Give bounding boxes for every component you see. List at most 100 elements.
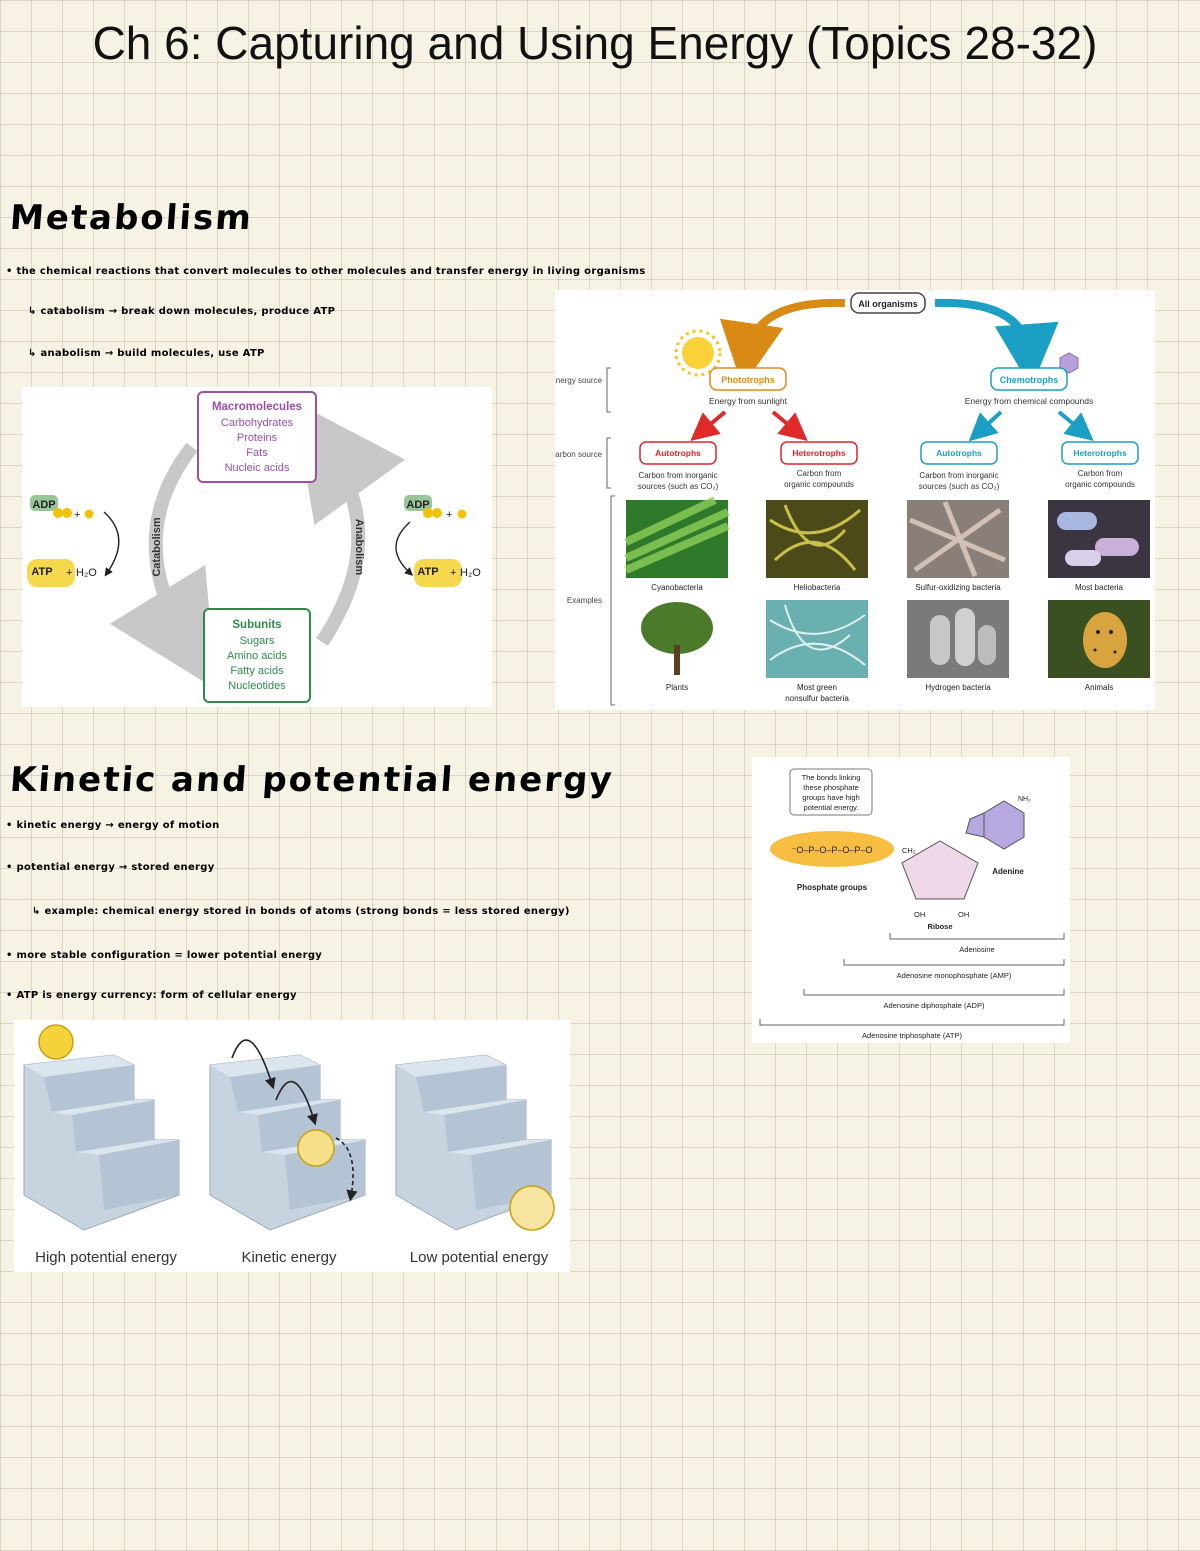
adenine-ring: [983, 800, 1025, 850]
note-chemical-energy: ↳ example: chemical energy stored in bon…: [32, 906, 570, 917]
right-adp-atp-group: ADP + ATP + H₂O: [395, 495, 481, 587]
note-stable-configuration: • more stable configuration = lower pote…: [6, 950, 323, 961]
atp-structure-figure: The bonds linking these phosphate groups…: [752, 757, 1070, 1043]
svg-text:ATP: ATP: [31, 566, 52, 578]
macro-item: Carbohydrates: [221, 417, 294, 429]
note-anabolism: ↳ anabolism → build molecules, use ATP: [28, 348, 265, 359]
ball-high: [38, 1024, 74, 1060]
example-label: Heliobacteria: [794, 583, 841, 592]
example-photo-heliobacteria: [766, 500, 868, 578]
svg-text:ADP: ADP: [406, 499, 429, 511]
metabolism-cycle-figure: Catabolism Anabolism Macromolecules Carb…: [22, 387, 492, 707]
bracket-label: Adenosine diphosphate (ADP): [884, 1001, 985, 1010]
svg-text:potential energy.: potential energy.: [804, 803, 859, 812]
row-label-energy: Energy source: [555, 376, 603, 385]
ribose-label: Ribose: [927, 922, 952, 931]
subunits-title: Subunits: [232, 619, 281, 631]
example-label: Plants: [666, 683, 688, 692]
bracket-label: Adenosine monophosphate (AMP): [897, 971, 1012, 980]
svg-text:Carbon from: Carbon from: [1078, 469, 1123, 478]
svg-text:Autotrophs: Autotrophs: [936, 448, 982, 458]
carbon-box-1: Autotrophs Carbon from inorganic sources…: [638, 441, 719, 491]
example-photo-cyanobacteria: [624, 496, 730, 578]
svg-text:CH₂: CH₂: [902, 846, 916, 855]
svg-text:The bonds linking: The bonds linking: [802, 773, 861, 782]
svg-text:organic compounds: organic compounds: [1065, 480, 1135, 489]
subunit-item: Amino acids: [227, 650, 287, 662]
anabolism-arrow: [294, 401, 406, 646]
svg-text:sources (such as CO₂): sources (such as CO₂): [638, 482, 719, 491]
macro-item: Proteins: [237, 432, 278, 444]
svg-text:Carbon from inorganic: Carbon from inorganic: [638, 471, 717, 480]
svg-text:ATP: ATP: [417, 566, 438, 578]
example-label: Hydrogen bacteria: [925, 683, 991, 692]
bracket-label: Adenosine triphosphate (ATP): [862, 1031, 962, 1040]
note-atp-currency: • ATP is energy currency: form of cellul…: [6, 990, 297, 1001]
macro-item: Fats: [246, 447, 268, 459]
example-label: Sulfur-oxidizing bacteria: [915, 583, 1001, 592]
example-label: nonsulfur bacteria: [785, 694, 849, 703]
note-metabolism-definition: • the chemical reactions that convert mo…: [6, 266, 646, 277]
section-heading-metabolism: Metabolism: [8, 198, 255, 238]
svg-text:Carbon from inorganic: Carbon from inorganic: [919, 471, 998, 480]
carbon-box-3: Autotrophs Carbon from inorganic sources…: [919, 441, 1000, 491]
example-photo-green-nonsulfur: [766, 600, 868, 678]
all-organisms-label: All organisms: [858, 299, 918, 309]
chemotrophs-label: Chemotrophs: [1000, 375, 1059, 385]
staircase-1: [23, 1054, 180, 1231]
svg-text:OH: OH: [958, 910, 969, 919]
ball-kinetic: [297, 1129, 335, 1167]
subunit-item: Fatty acids: [230, 665, 284, 677]
svg-text:Energy from chemical compounds: Energy from chemical compounds: [965, 396, 1094, 406]
organisms-classification-figure: All organisms Energy source Carbon sourc…: [555, 290, 1155, 710]
macromolecules-box: [197, 391, 317, 483]
svg-text:+: +: [74, 509, 80, 521]
macro-item: Nucleic acids: [225, 462, 290, 474]
example-label: Animals: [1085, 683, 1113, 692]
svg-text:sources (such as CO₂): sources (such as CO₂): [919, 482, 1000, 491]
carbon-box-2: Heterotrophs Carbon from organic compoun…: [780, 441, 858, 489]
stairs-label-high: High potential energy: [35, 1249, 177, 1266]
svg-text:OH: OH: [914, 910, 925, 919]
subunits-box: [203, 608, 311, 703]
stairs-label-kinetic: Kinetic energy: [241, 1249, 337, 1266]
svg-text:organic compounds: organic compounds: [784, 480, 854, 489]
phototrophs-label: Phototrophs: [721, 375, 775, 385]
sun-icon: [682, 337, 714, 369]
example-photo-hydrogen-bacteria: [907, 600, 1009, 678]
example-label: Most bacteria: [1075, 583, 1124, 592]
svg-text:Energy from sunlight: Energy from sunlight: [709, 396, 788, 406]
svg-text:NH₂: NH₂: [1018, 796, 1031, 803]
note-catabolism: ↳ catabolism → break down molecules, pro…: [28, 306, 336, 317]
example-photo-sulfur-bacteria: [907, 500, 1009, 578]
subunit-item: Nucleotides: [228, 680, 286, 692]
example-label: Most green: [797, 683, 837, 692]
adenine-label: Adenine: [992, 867, 1024, 876]
staircase-3: [395, 1054, 552, 1231]
stairs-label-low: Low potential energy: [410, 1249, 549, 1266]
stairs-energy-figure: High potential energy Kinetic energy Low…: [14, 1020, 570, 1272]
example-photo-plants: [626, 600, 728, 678]
svg-text:+: +: [446, 509, 452, 521]
macromolecules-title: Macromolecules: [212, 401, 302, 413]
row-label-examples: Examples: [567, 596, 602, 605]
example-label: Cyanobacteria: [651, 583, 703, 592]
svg-text:Autotrophs: Autotrophs: [655, 448, 701, 458]
svg-text:these phosphate: these phosphate: [803, 783, 858, 792]
svg-text:ADP: ADP: [32, 499, 55, 511]
phosphate-label: Phosphate groups: [797, 883, 868, 892]
example-photo-most-bacteria: [1048, 500, 1150, 578]
section-heading-energy: Kinetic and potential energy: [8, 760, 616, 800]
anabolism-label: Anabolism: [353, 519, 365, 575]
page-title: Ch 6: Capturing and Using Energy (Topics…: [92, 17, 1098, 69]
phosphate-chain: ⁻O–P–O–P–O–P–O: [792, 845, 873, 855]
svg-text:Heterotrophs: Heterotrophs: [1073, 448, 1127, 458]
bracket-label: Adenosine: [959, 945, 994, 954]
chemotrophs-box: [990, 367, 1068, 391]
example-photo-animals: [1048, 600, 1150, 678]
svg-text:Carbon from: Carbon from: [797, 469, 842, 478]
all-organisms-box: [850, 292, 926, 314]
left-adp-atp-group: ADP + ATP + H₂O: [27, 495, 120, 587]
phototrophs-box: [709, 367, 787, 391]
carbon-box-4: Heterotrophs Carbon from organic compoun…: [1061, 441, 1139, 489]
